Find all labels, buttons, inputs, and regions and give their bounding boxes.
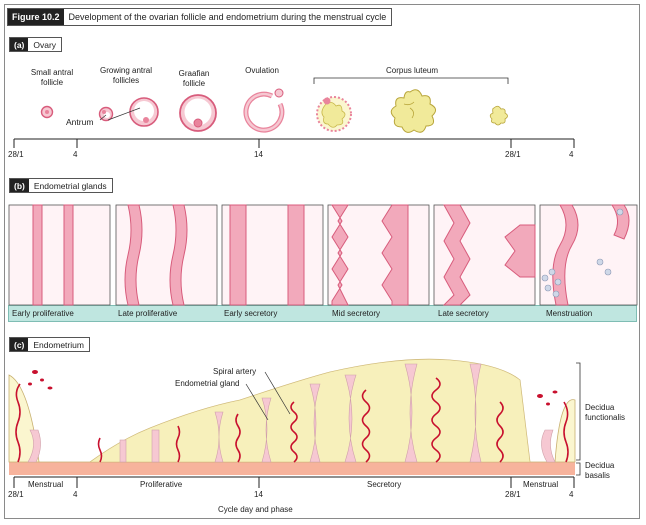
spiral-artery-label: Spiral artery	[213, 367, 257, 376]
section-name-endometrium: Endometrium	[28, 338, 89, 351]
section-name-glands: Endometrial glands	[28, 179, 112, 192]
gland-stage-label: Late secretory	[438, 309, 489, 318]
endometrial-gland-label: Endometrial gland	[175, 379, 240, 388]
endometrial-glands	[27, 363, 556, 463]
figure-title: Development of the ovarian follicle and …	[63, 9, 392, 25]
cycle-tick-label: 4	[73, 490, 78, 499]
corpus-luteum-mid	[390, 89, 436, 133]
gland-stage-label: Mid secretory	[332, 309, 381, 318]
section-header-endometrium: (c) Endometrium	[9, 337, 90, 352]
gland-menstrual-cells	[541, 208, 624, 298]
ovary-tick-label: 28/1	[8, 150, 24, 159]
stage-label-growing-antral: Growing antral follicles	[99, 66, 153, 85]
label-pointers	[245, 371, 291, 421]
stage-label-corpus-luteum: Corpus luteum	[385, 66, 439, 75]
phase-label-secretory: Secretory	[367, 480, 402, 489]
cycle-tick-label: 28/1	[505, 490, 521, 499]
growing-antral-follicle-large	[129, 97, 159, 127]
ovary-tick-label: 14	[254, 150, 263, 159]
decidua-functionalis-label: Decidua functionalis	[585, 403, 626, 422]
gland-panels	[8, 204, 638, 306]
small-antral-follicle	[40, 105, 54, 119]
corpus-luteum-late	[489, 105, 508, 126]
ovary-tick-label: 28/1	[505, 150, 521, 159]
gland-stage-label: Early secretory	[224, 309, 278, 318]
spiral-arteries	[15, 377, 569, 463]
growing-antral-follicle-small	[98, 106, 114, 122]
stage-label-ovulation: Ovulation	[245, 66, 279, 75]
antrum-pointer	[99, 114, 107, 121]
gland-ducts	[32, 204, 630, 306]
figure-header: Figure 10.2 Development of the ovarian f…	[7, 8, 393, 26]
cycle-tick-label: 14	[254, 490, 263, 499]
ovary-tick-label: 4	[569, 150, 574, 159]
section-header-glands: (b) Endometrial glands	[9, 178, 113, 193]
gland-stage-label: Menstruation	[546, 309, 593, 318]
section-letter-c: (c)	[10, 338, 29, 351]
section-name-ovary: Ovary	[28, 38, 62, 51]
corpus-luteum-early	[316, 96, 352, 132]
phase-label-menstrual-2: Menstrual	[523, 480, 559, 489]
antrum-label: Antrum	[66, 117, 94, 127]
corpus-luteum-bracket	[313, 77, 509, 84]
section-header-ovary: (a) Ovary	[9, 37, 63, 52]
cycle-tick-label: 4	[569, 490, 574, 499]
menstrual-blood-drops	[28, 370, 558, 406]
figure-frame	[4, 4, 640, 519]
section-letter-b: (b)	[10, 179, 29, 192]
cycle-tick-label: 28/1	[8, 490, 24, 499]
antrum-pointer	[107, 107, 141, 121]
ovulation-follicle	[243, 88, 285, 133]
graafian-follicle	[179, 94, 217, 132]
gland-stage-label: Early proliferative	[12, 309, 74, 318]
axis-caption: Cycle day and phase	[218, 505, 293, 514]
phase-label-proliferative: Proliferative	[140, 480, 183, 489]
stage-label-small-antral: Small antral follicle	[30, 68, 74, 87]
phase-label-menstrual: Menstrual	[28, 480, 64, 489]
figure-number: Figure 10.2	[8, 9, 64, 25]
ovary-timeline	[13, 138, 575, 148]
section-letter-a: (a)	[10, 38, 29, 51]
decidua-brackets	[576, 362, 581, 476]
endometrium-cross-section	[8, 358, 576, 475]
ovary-tick-label: 4	[73, 150, 78, 159]
decidua-basalis-label: Decidua basalis	[585, 461, 615, 480]
stage-label-graafian: Graafian follicle	[178, 69, 210, 88]
gland-stage-label: Late proliferative	[118, 309, 178, 318]
cycle-axis	[13, 476, 575, 488]
gland-stage-bar	[8, 305, 637, 322]
